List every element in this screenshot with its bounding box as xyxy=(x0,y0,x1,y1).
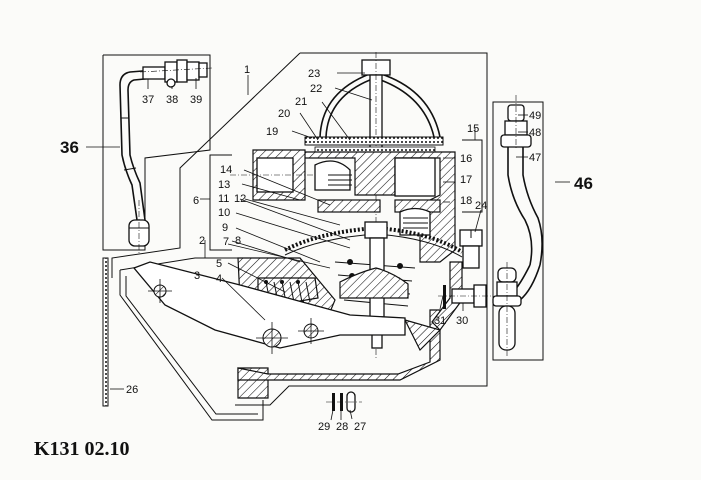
part-label-39: 39 xyxy=(190,94,202,106)
valve-spring-left xyxy=(328,174,352,186)
part-label-38: 38 xyxy=(166,94,178,106)
part-label-48: 48 xyxy=(529,127,541,139)
pump-seal-ring xyxy=(304,136,444,153)
part-label-4: 4 xyxy=(216,273,222,285)
part-label-19: 19 xyxy=(266,126,278,138)
part-label-10: 10 xyxy=(218,207,230,219)
part-label-31: 31 xyxy=(434,315,446,327)
leader-lines xyxy=(86,72,570,421)
part-label-30: 30 xyxy=(456,315,468,327)
bracket-group-6 xyxy=(209,154,232,251)
diaphragm xyxy=(284,221,464,258)
diagram-reference-code: K131 02.10 xyxy=(34,438,130,460)
hose-46 xyxy=(492,95,543,358)
part-label-21: 21 xyxy=(295,96,307,108)
bracket-group-15 xyxy=(462,139,483,213)
part-label-7: 7 xyxy=(223,236,229,248)
part-label-24: 24 xyxy=(475,200,487,212)
frame-assembly-1 xyxy=(111,52,488,406)
bolt-30-washer-31 xyxy=(438,284,492,309)
part-label-23: 23 xyxy=(308,68,320,80)
hose-36 xyxy=(119,69,156,255)
actuating-lever xyxy=(132,261,406,349)
part-label-1: 1 xyxy=(244,64,250,76)
frame-group-46 xyxy=(492,101,544,361)
part-label-11: 11 xyxy=(218,193,229,205)
group-label-36: 36 xyxy=(60,138,79,157)
part-label-13: 13 xyxy=(218,179,230,191)
part-label-37: 37 xyxy=(142,94,154,106)
hose-fitting-37-38-39 xyxy=(139,59,213,88)
part-label-8: 8 xyxy=(235,235,241,247)
part-label-47: 47 xyxy=(529,152,541,164)
screw-24 xyxy=(459,229,483,269)
part-label-17: 17 xyxy=(460,174,472,186)
part-label-6: 6 xyxy=(193,195,199,207)
part-label-14: 14 xyxy=(220,164,232,176)
gasket-26 xyxy=(102,257,109,407)
part-label-12: 12 xyxy=(234,193,246,205)
part-label-28: 28 xyxy=(336,421,348,433)
part-label-16: 16 xyxy=(460,153,472,165)
frame-group-36 xyxy=(102,54,211,251)
part-label-27: 27 xyxy=(354,421,366,433)
part-label-2: 2 xyxy=(199,235,205,247)
part-label-3: 3 xyxy=(194,270,200,282)
part-label-49: 49 xyxy=(529,110,541,122)
outlet-valve-assembly xyxy=(399,207,431,236)
group-label-46: 46 xyxy=(574,174,593,193)
pump-upper-body xyxy=(289,151,456,263)
part-label-29: 29 xyxy=(318,421,330,433)
part-label-22: 22 xyxy=(310,83,322,95)
part-label-18: 18 xyxy=(460,195,472,207)
part-label-9: 9 xyxy=(222,222,228,234)
part-label-20: 20 xyxy=(278,108,290,120)
part-label-15: 15 xyxy=(467,123,479,135)
washers-27-28-29 xyxy=(326,391,362,413)
part-label-26: 26 xyxy=(126,384,138,396)
part-label-5: 5 xyxy=(216,258,222,270)
lever-pivot-pins xyxy=(148,279,324,354)
